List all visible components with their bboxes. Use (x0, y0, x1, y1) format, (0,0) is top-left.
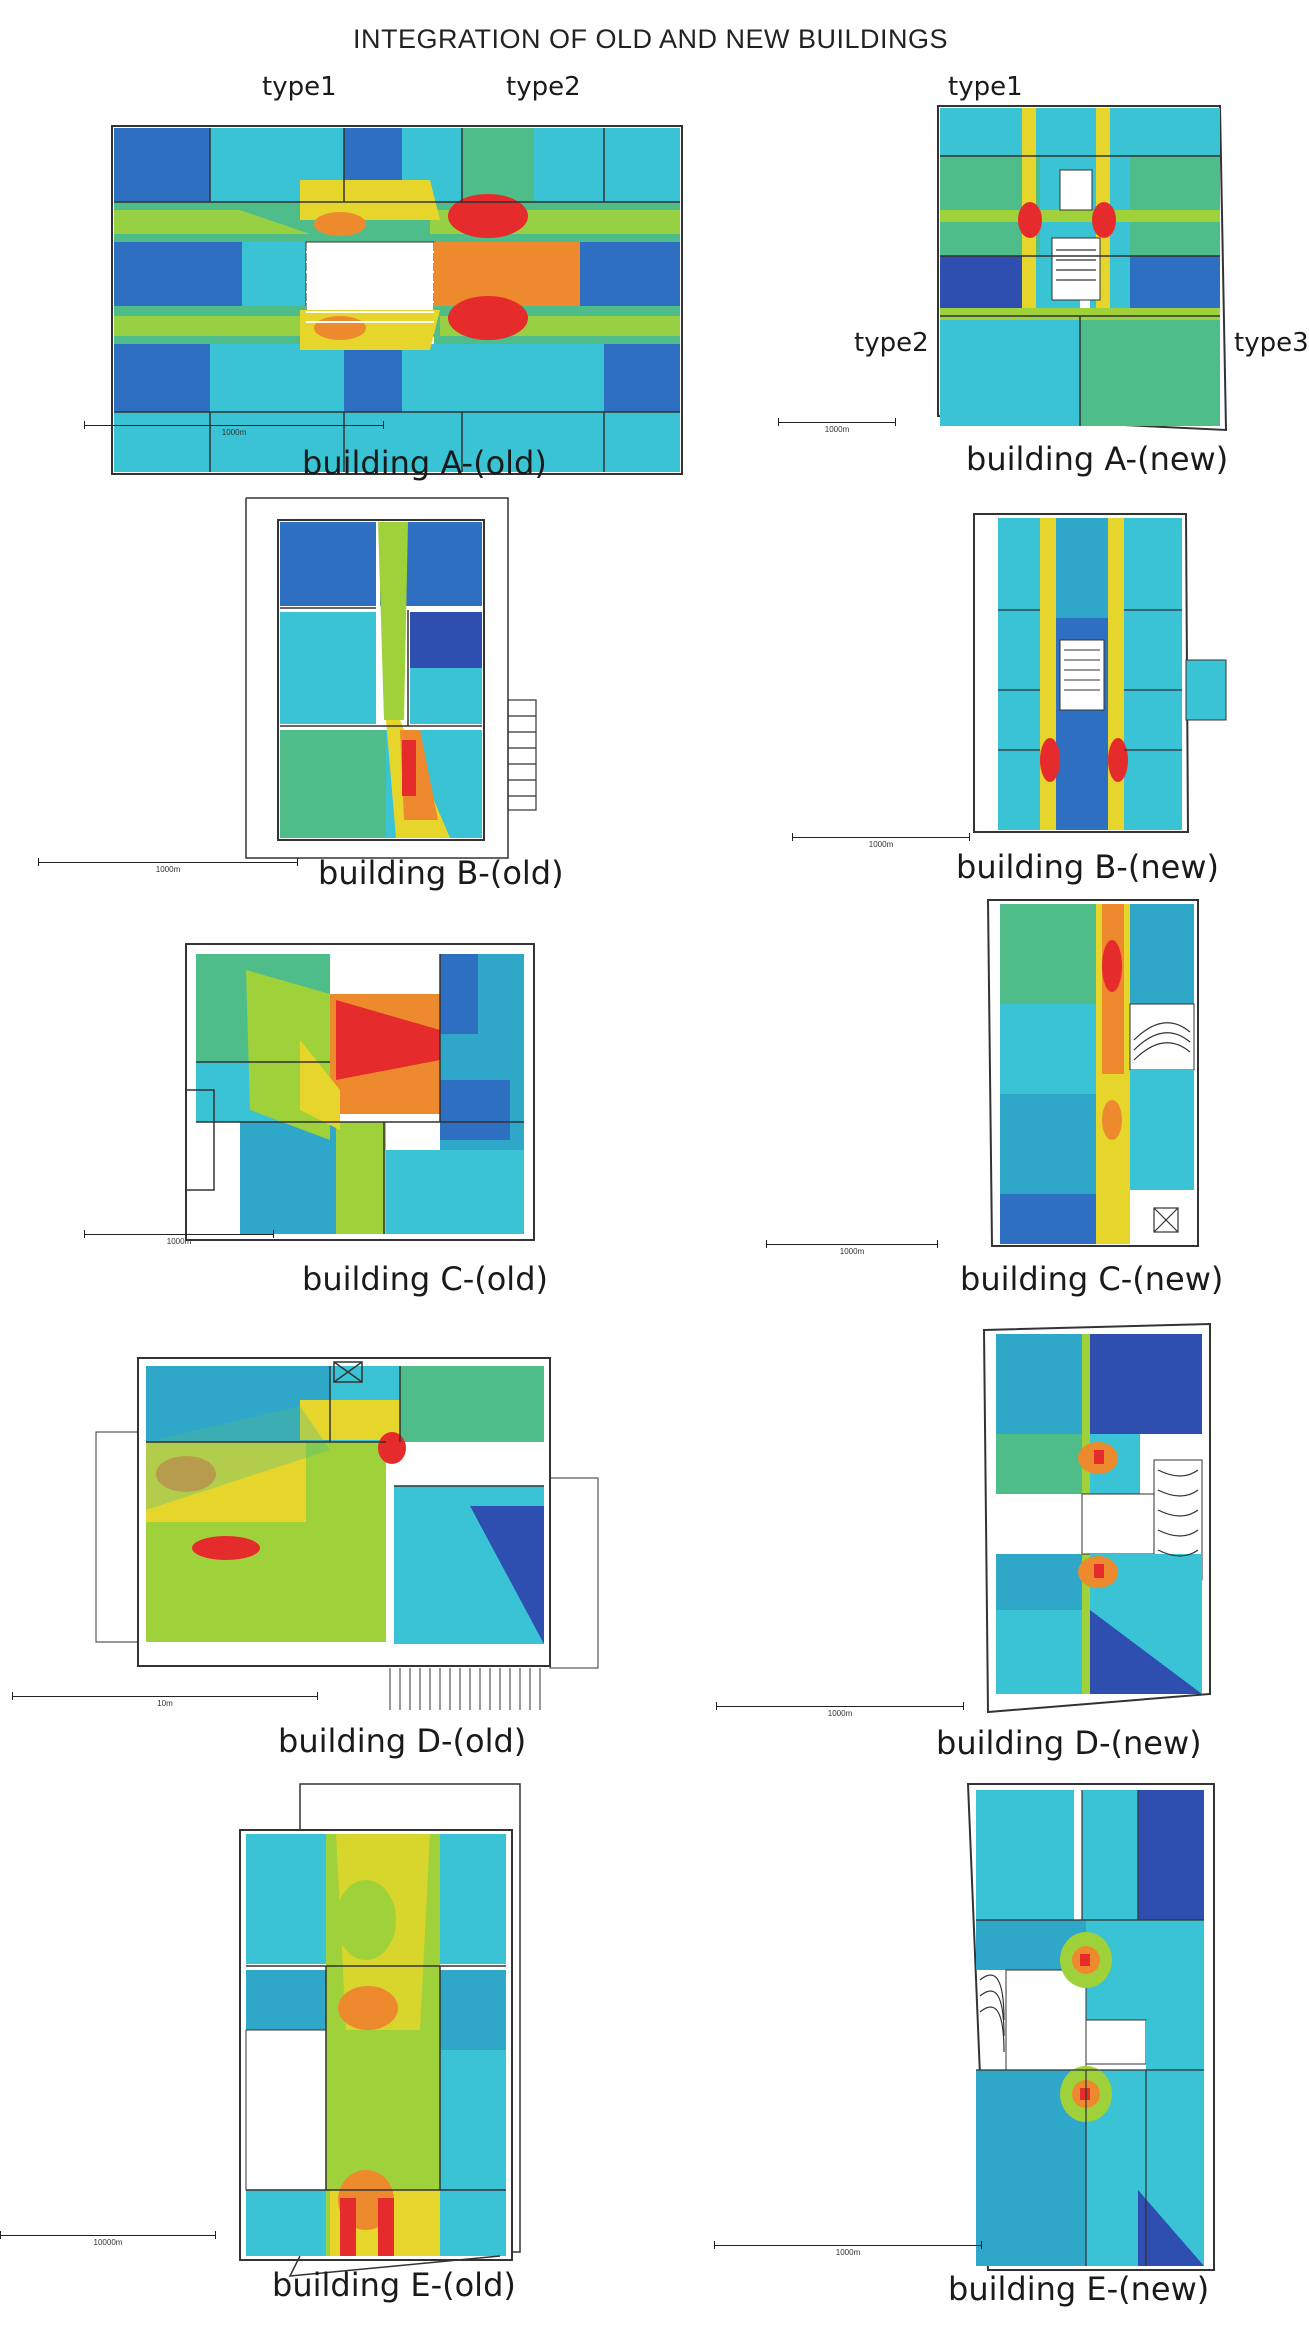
scale-bar: 1000m (716, 1702, 964, 1718)
caption-building-a-old: building A-(old) (302, 444, 547, 482)
plan-building-e-old (239, 1783, 521, 2277)
plan-building-d-old (95, 1357, 599, 1710)
scale-bar: 1000m (714, 2241, 982, 2257)
tag-type1: type1 (262, 72, 337, 102)
scale-label: 1000m (221, 428, 247, 437)
scale-bar: 1000m (778, 418, 896, 434)
panel-building-b-old: 1000m building B-(old) (0, 490, 700, 910)
panel-building-e-old: 10000m building E-(old) (0, 1770, 700, 2344)
tag-type3: type3 (1234, 328, 1309, 358)
caption-building-a-new: building A-(new) (966, 440, 1229, 478)
scale-bar: 1000m (84, 421, 384, 437)
scale-label: 1000m (827, 1709, 853, 1718)
scale-bar: 1000m (38, 858, 298, 874)
plan-building-b-new (973, 513, 1227, 833)
plan-building-b-old (245, 497, 537, 859)
scale-bar: 1000m (84, 1230, 274, 1246)
plan-building-e-new (966, 1783, 1215, 2271)
tag-type2: type2 (854, 328, 929, 358)
scale-bar: 1000m (792, 833, 970, 849)
tag-type2: type2 (506, 72, 581, 102)
plan-building-a-new (937, 105, 1228, 432)
panel-building-d-old: 10m building D-(old) (0, 1310, 700, 1770)
caption-building-d-old: building D-(old) (278, 1722, 527, 1760)
caption-building-c-new: building C-(new) (960, 1260, 1224, 1298)
scale-bar: 1000m (766, 1240, 938, 1256)
panel-building-e-new: 1000m building E-(new) (714, 1770, 1301, 2344)
plan-building-c-old (185, 943, 535, 1241)
caption-building-b-new: building B-(new) (956, 848, 1219, 886)
scale-bar: 10m (12, 1692, 318, 1708)
caption-building-e-old: building E-(old) (272, 2266, 516, 2304)
scale-label: 10m (157, 1699, 173, 1708)
scale-label: 1000m (868, 840, 894, 849)
scale-bar: 10000m (0, 2231, 216, 2247)
caption-building-d-new: building D-(new) (936, 1724, 1202, 1762)
plan-building-a-old (111, 125, 683, 475)
panel-building-a-new: type1 type2 type3 1000m building A-(new) (760, 60, 1309, 490)
scale-label: 1000m (824, 425, 850, 434)
caption-building-e-new: building E-(new) (948, 2270, 1210, 2308)
panel-building-b-new: 1000m building B-(new) (760, 490, 1301, 910)
panel-building-c-new: 1000m building C-(new) (760, 890, 1301, 1310)
page-title: INTEGRATION OF OLD AND NEW BUILDINGS (352, 24, 949, 54)
caption-building-b-old: building B-(old) (318, 854, 564, 892)
plan-building-c-new (986, 899, 1199, 1247)
caption-building-c-old: building C-(old) (302, 1260, 548, 1298)
plan-building-d-new (982, 1322, 1211, 1714)
panel-building-a-old: type1 type2 (0, 60, 700, 490)
panel-building-d-new: 1000m building D-(new) (716, 1310, 1301, 1770)
tag-type1: type1 (948, 72, 1023, 102)
scale-label: 10000m (93, 2238, 123, 2247)
scale-label: 1000m (166, 1237, 192, 1246)
scale-label: 1000m (155, 865, 181, 874)
scale-label: 1000m (835, 2248, 861, 2257)
panel-building-c-old: 1000m building C-(old) (0, 910, 700, 1310)
scale-label: 1000m (839, 1247, 865, 1256)
